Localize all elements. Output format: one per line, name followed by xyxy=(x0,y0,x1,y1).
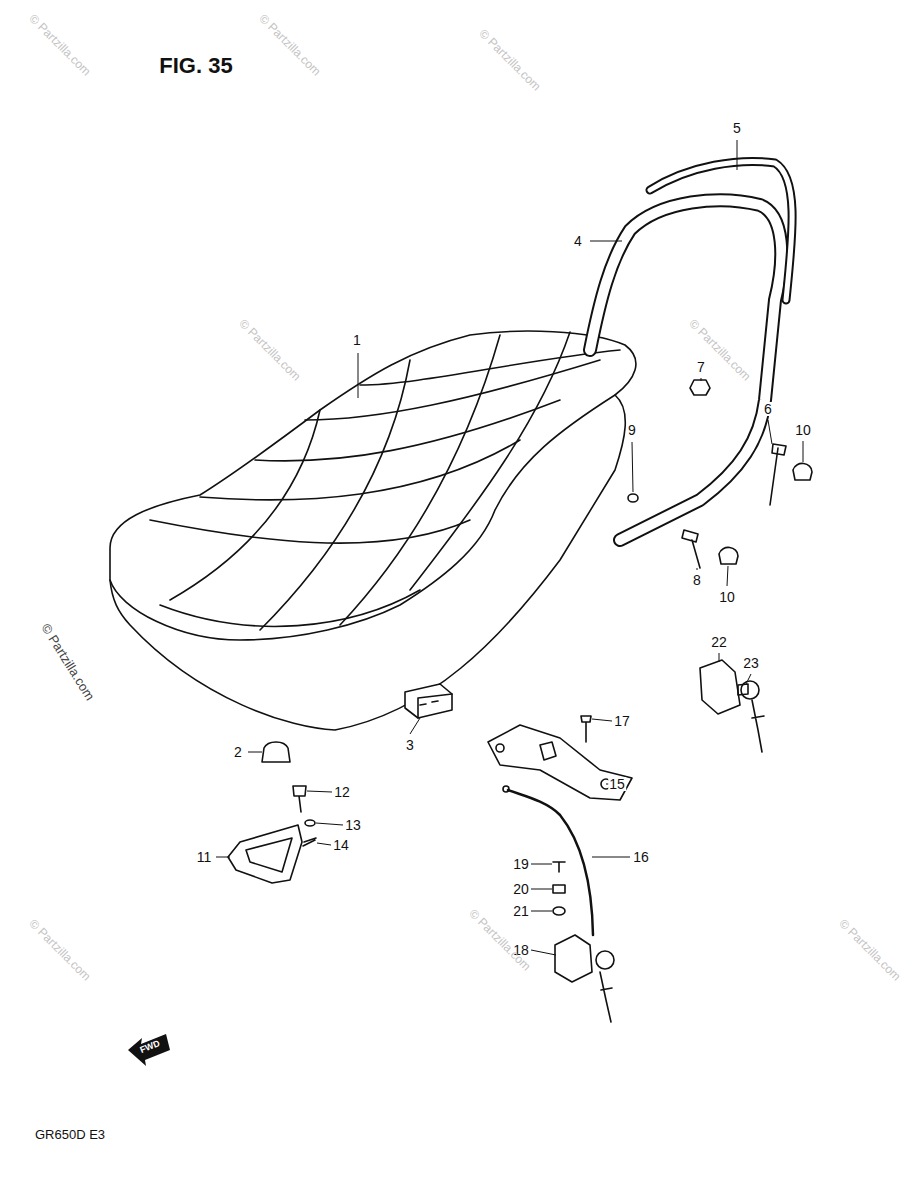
callout-number: 10 xyxy=(794,423,812,437)
callout-number: 1 xyxy=(352,333,362,347)
callout-number: 17 xyxy=(613,714,631,728)
callout-number: 22 xyxy=(710,635,728,649)
watermark: © Partzilla.com xyxy=(237,317,303,383)
callout-number: 11 xyxy=(196,850,213,864)
callout-number: 15 xyxy=(608,777,626,791)
watermark: © Partzilla.com xyxy=(257,12,323,78)
callout-number: 20 xyxy=(512,882,530,896)
callout-number: 4 xyxy=(573,234,583,248)
model-code: GR650D E3 xyxy=(35,1128,105,1141)
callout-number: 13 xyxy=(344,818,362,832)
watermark: © Partzilla.com xyxy=(27,917,93,983)
figure-title: FIG. 35 xyxy=(159,55,232,77)
callout-number: 6 xyxy=(763,402,773,416)
callout-number: 2 xyxy=(233,745,243,759)
watermark: © Partzilla.com xyxy=(837,917,903,983)
callout-number: 10 xyxy=(718,590,736,604)
callout-number: 8 xyxy=(692,573,702,587)
callout-number: 12 xyxy=(333,785,351,799)
callout-number: 7 xyxy=(696,360,706,374)
watermark: © Partzilla.com xyxy=(477,27,543,93)
watermark: © Partzilla.com xyxy=(27,12,93,78)
callout-number: 9 xyxy=(627,423,637,437)
callout-number: 14 xyxy=(332,838,350,852)
callout-number: 23 xyxy=(742,656,760,670)
callout-number: 3 xyxy=(405,738,415,752)
callout-number: 16 xyxy=(632,850,650,864)
callout-number: 5 xyxy=(732,121,742,135)
callout-number: 19 xyxy=(512,857,530,871)
watermark: © Partzilla.com xyxy=(39,621,96,702)
callout-number: 21 xyxy=(512,904,530,918)
